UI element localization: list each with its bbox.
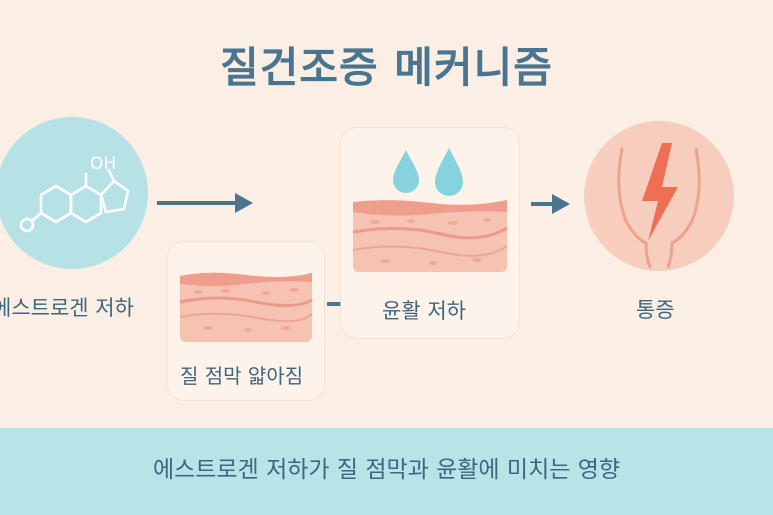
lubrication-decrease-label: 윤활 저하 (382, 299, 466, 323)
steroid-molecule-icon: OH (19, 154, 130, 233)
pelvic-pain-icon (617, 143, 701, 269)
mucosa-thinning-card (168, 242, 324, 400)
caption-text: 에스트로겐 저하가 질 점막과 윤활에 미치는 영향 (152, 457, 621, 483)
mucosa-thinning-label: 질 점막 얇아짐 (180, 364, 304, 388)
flow-arrow-3 (531, 194, 570, 214)
pain-circle (584, 121, 734, 271)
oh-group-label: OH (90, 154, 116, 174)
caption-band (0, 428, 773, 515)
estrogen-decline-label: 에스트로겐 저하 (0, 296, 134, 320)
lubrication-decrease-card (341, 128, 519, 338)
thin-mucosa-tissue-icon (179, 272, 313, 342)
flow-arrow-1 (157, 193, 253, 213)
pain-label: 통증 (636, 298, 675, 322)
tissue-droplets-icon (352, 148, 508, 272)
page-title: 질건조증 메커니즘 (220, 43, 553, 92)
estrogen-molecule-circle: OH (0, 117, 148, 269)
